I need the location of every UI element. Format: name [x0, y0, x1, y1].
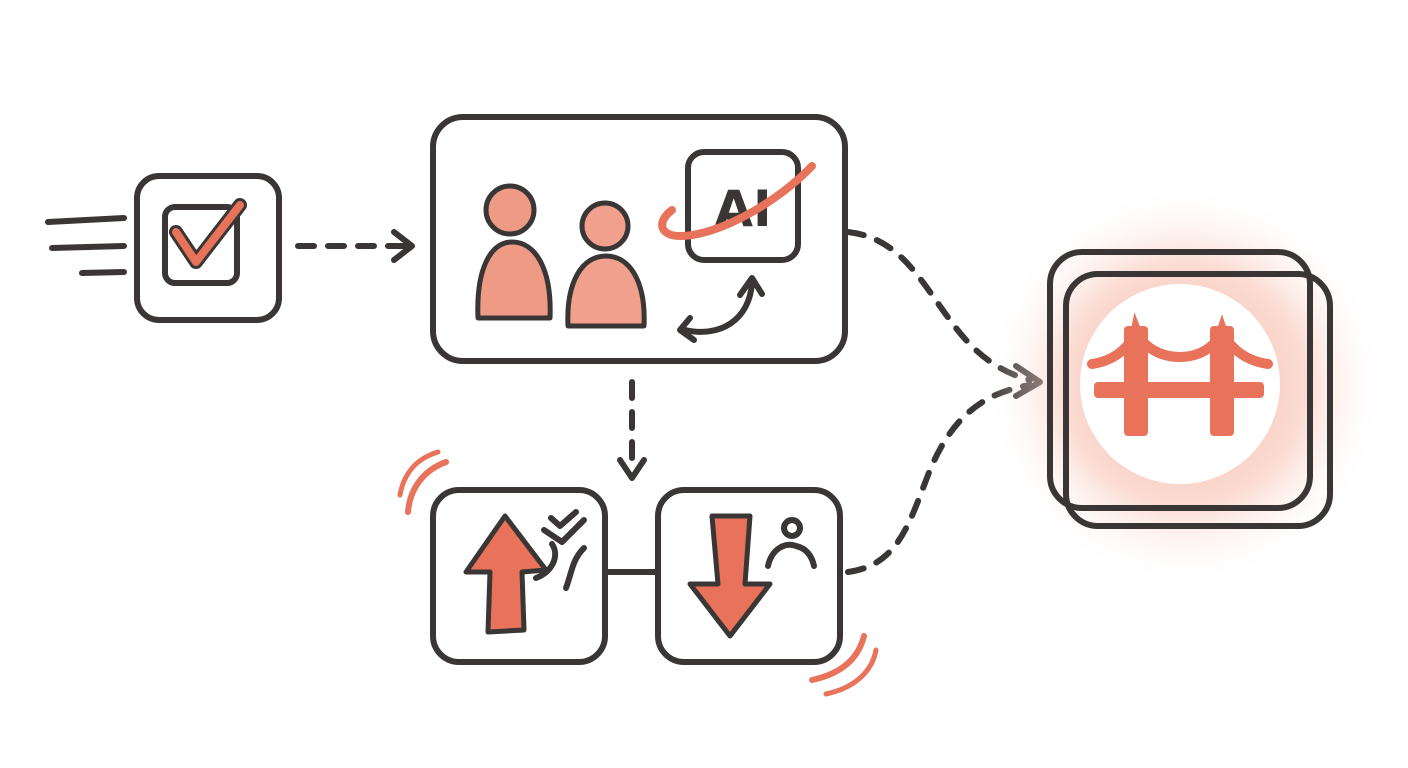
- user-icon: [765, 517, 817, 569]
- up-arrow-icon: [463, 513, 549, 635]
- down-arrow-icon: [687, 513, 773, 639]
- cycle-arrow-icon: [677, 275, 765, 343]
- ai-icon: AI: [658, 149, 816, 263]
- task-card[interactable]: [134, 173, 282, 323]
- check-marks-icon: [533, 509, 587, 591]
- arrow-team-to-steps: [617, 379, 647, 481]
- arrow-task-to-team: [295, 229, 415, 263]
- checkbox-icon: [162, 198, 247, 286]
- upload-step-card[interactable]: [430, 487, 608, 665]
- download-step-card[interactable]: [655, 487, 843, 665]
- decorative-arcs: [397, 449, 879, 697]
- bridge-icon: [1087, 312, 1273, 436]
- speed-lines-icon: [45, 215, 127, 276]
- bridge-card[interactable]: [985, 185, 1385, 585]
- team-ai-card[interactable]: AI: [430, 114, 848, 364]
- people-icon: [475, 183, 647, 329]
